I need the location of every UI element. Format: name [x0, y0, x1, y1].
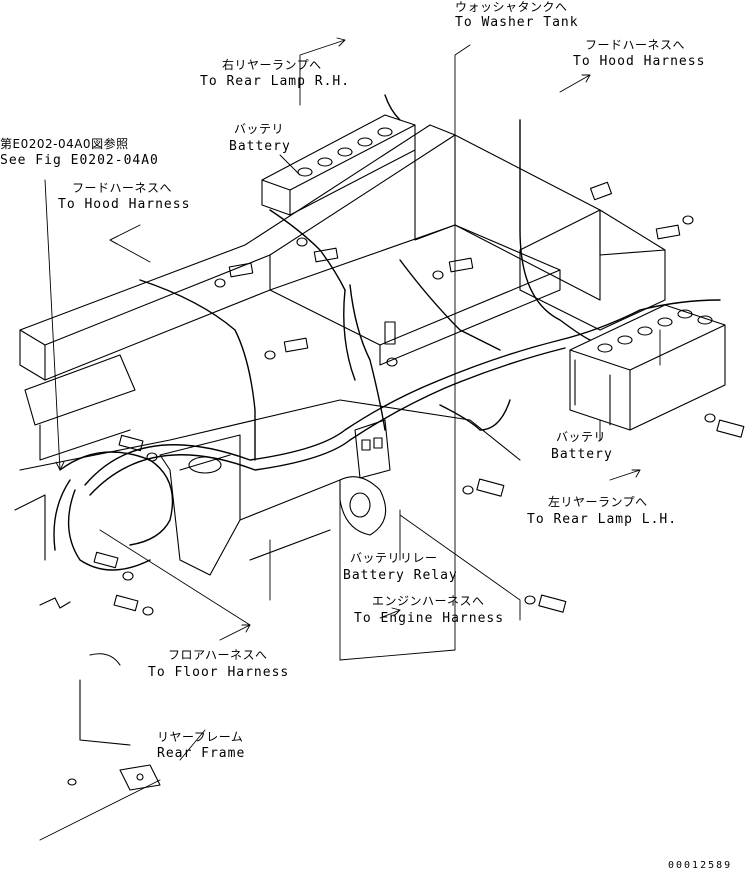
- bolt-icon: [477, 479, 504, 496]
- see-fig-label-jp: 第E0202-04A0図参照: [0, 137, 129, 151]
- see-fig-label-en: See Fig E0202-04A0: [0, 153, 159, 168]
- hood-harness-left-label-en: To Hood Harness: [58, 197, 191, 212]
- washer-icon: [463, 486, 473, 494]
- rear-lamp-rh-label-en: To Rear Lamp R.H.: [200, 74, 351, 89]
- battery-relay: [355, 420, 390, 478]
- battery-top-label-en: Battery: [229, 139, 291, 154]
- leader-lines: [40, 38, 660, 840]
- bolt-icon: [94, 552, 118, 567]
- battery-relay-label-en: Battery Relay: [343, 568, 458, 583]
- engine-harness-label-jp: エンジンハーネスへ: [372, 594, 485, 608]
- rear-frame-label-jp: リヤーフレーム: [157, 730, 244, 744]
- bolt-icon: [385, 322, 395, 344]
- hood-harness-left-label-jp: フードハーネスへ: [72, 181, 173, 195]
- floor-harness-label-jp: フロアハーネスへ: [168, 648, 268, 662]
- washer-icon: [123, 572, 133, 580]
- washer-icon: [705, 414, 715, 422]
- lh-battery-box: [570, 305, 725, 430]
- floor-harness-label-en: To Floor Harness: [148, 665, 290, 680]
- hood-harness-top-label-en: To Hood Harness: [573, 54, 706, 69]
- engine-harness-label-en: To Engine Harness: [354, 611, 505, 626]
- bolt-icon: [114, 595, 138, 610]
- washer-tank-label-jp: ウォッシャタンクへ: [455, 0, 568, 14]
- bolt-icon: [229, 263, 252, 277]
- washer-icon: [147, 453, 157, 461]
- rear-lamp-lh-label-jp: 左リヤーランプへ: [548, 495, 648, 509]
- drawing-number: 00012589: [668, 860, 733, 871]
- harness-wires: [54, 95, 720, 570]
- washer-icon: [433, 271, 443, 279]
- battery-top-label-jp: バッテリ: [234, 122, 285, 136]
- washer-icon: [683, 216, 693, 224]
- battery-relay-label-jp: バッテリリレー: [350, 551, 438, 565]
- clip-icon: [590, 182, 611, 199]
- rear-lamp-lh-label-en: To Rear Lamp L.H.: [527, 512, 678, 527]
- bolt-icon: [119, 435, 143, 450]
- bolt-icon: [656, 225, 679, 239]
- washer-icon: [215, 279, 225, 287]
- bolt-icon: [449, 258, 472, 272]
- washer-icon: [143, 607, 153, 615]
- washer-tank-label-en: To Washer Tank: [455, 15, 579, 30]
- washer-icon: [525, 596, 535, 604]
- rear-lamp-rh-label-jp: 右リヤーランプへ: [222, 58, 322, 72]
- rh-battery-cells: [298, 128, 392, 176]
- rear-frame-label-en: Rear Frame: [157, 746, 246, 761]
- washer-icon: [387, 358, 397, 366]
- washer-icon: [265, 351, 275, 359]
- washer-icon: [297, 238, 307, 246]
- hood-harness-top-label-jp: フードハーネスへ: [585, 38, 686, 52]
- bolts-and-washers: [94, 182, 744, 615]
- bolt-icon: [314, 248, 337, 262]
- bolt-icon: [539, 595, 566, 612]
- battery-right-label-en: Battery: [551, 447, 613, 462]
- bolt-icon: [284, 338, 307, 352]
- bolt-icon: [717, 420, 744, 437]
- battery-right-label-jp: バッテリ: [556, 430, 607, 444]
